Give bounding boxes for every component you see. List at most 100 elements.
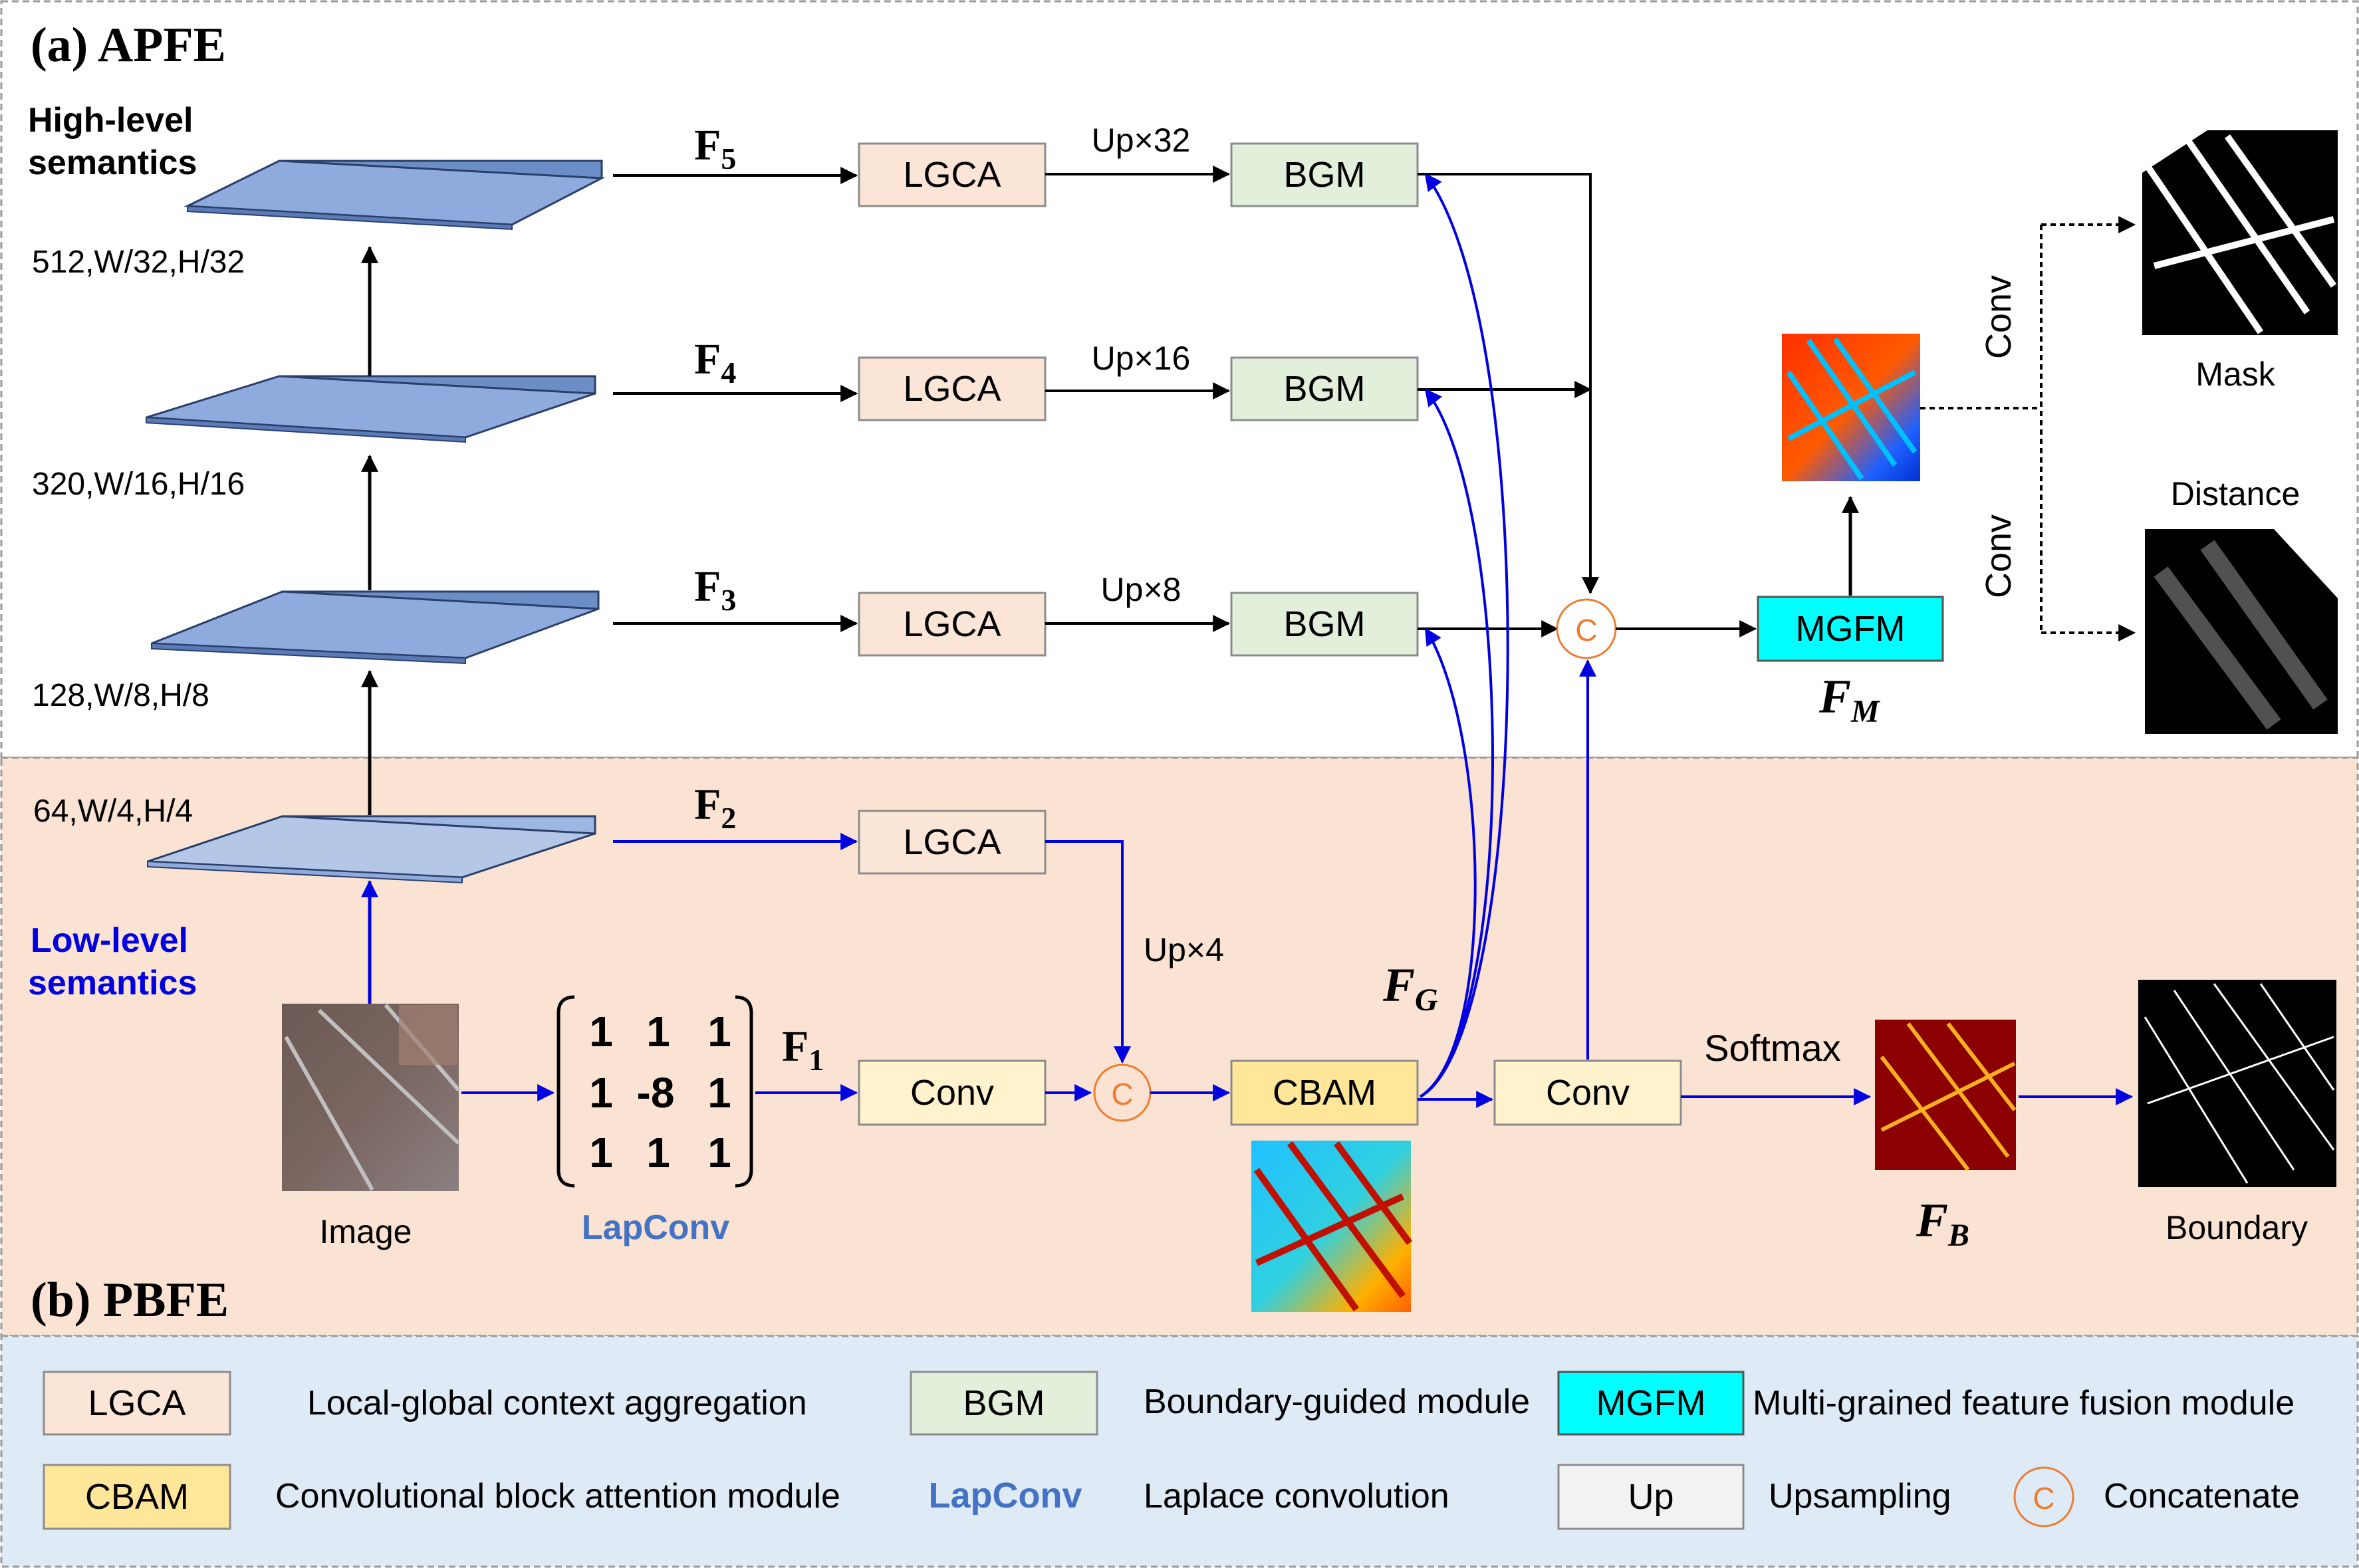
image-label: Image bbox=[320, 1213, 412, 1250]
lgca-box-3: LGCA bbox=[858, 592, 1047, 657]
cbam-heatmap bbox=[1251, 1141, 1413, 1312]
svg-text:Up: Up bbox=[1628, 1477, 1674, 1517]
low-semantics-line2: semantics bbox=[28, 964, 197, 1002]
softmax-label: Softmax bbox=[1704, 1027, 1840, 1069]
legend-up: Up Upsampling bbox=[1557, 1464, 1951, 1530]
svg-text:CBAM: CBAM bbox=[1273, 1073, 1376, 1113]
bgm-box-4: BGM bbox=[1230, 356, 1419, 421]
lgca-box-2: LGCA bbox=[858, 810, 1047, 875]
backbone-layer-4 bbox=[146, 375, 596, 443]
arrow-lgca2-concat bbox=[1045, 840, 1131, 1064]
legend-lapconv: LapConv Laplace convolution bbox=[928, 1476, 1449, 1515]
pbfe-title: (b) PBFE bbox=[31, 1273, 229, 1327]
svg-text:LapConv: LapConv bbox=[928, 1476, 1082, 1515]
legend-bgm: BGM Boundary-guided module bbox=[910, 1371, 1530, 1436]
svg-text:F3: F3 bbox=[694, 562, 736, 617]
svg-text:BGM: BGM bbox=[1283, 155, 1365, 195]
svg-text:Local-global context aggregati: Local-global context aggregation bbox=[307, 1384, 807, 1422]
svg-text:LGCA: LGCA bbox=[903, 604, 1001, 644]
svg-text:Multi-grained feature fusion m: Multi-grained feature fusion module bbox=[1753, 1384, 2295, 1422]
svg-text:1: 1 bbox=[707, 1008, 731, 1056]
svg-text:1: 1 bbox=[646, 1129, 670, 1176]
arrow-bgm5-concat bbox=[1418, 173, 1599, 595]
svg-text:F4: F4 bbox=[694, 335, 736, 390]
bgm-box-3: BGM bbox=[1230, 592, 1419, 657]
backbone-layer-2 bbox=[147, 815, 596, 884]
stage4-dims: 320,W/16,H/16 bbox=[32, 467, 245, 502]
feature-fm-label: FM bbox=[1818, 670, 1881, 729]
svg-text:Concatenate: Concatenate bbox=[2104, 1477, 2300, 1515]
svg-text:Upsampling: Upsampling bbox=[1769, 1477, 1951, 1515]
svg-text:Convolutional block attention: Convolutional block attention module bbox=[275, 1477, 840, 1515]
legend-lgca: LGCA Local-global context aggregation bbox=[43, 1371, 807, 1436]
svg-text:1: 1 bbox=[589, 1008, 613, 1056]
legend-cbam: CBAM Convolutional block attention modul… bbox=[43, 1464, 840, 1530]
svg-text:FG: FG bbox=[1382, 958, 1438, 1018]
backbone-layer-5 bbox=[184, 160, 606, 231]
svg-text:1: 1 bbox=[707, 1069, 731, 1117]
high-semantics-line1: High-level bbox=[28, 101, 193, 140]
svg-text:LGCA: LGCA bbox=[903, 369, 1001, 409]
legend-mgfm: MGFM Multi-grained feature fusion module bbox=[1557, 1371, 2295, 1436]
feature-f1-label: F1 bbox=[782, 1022, 824, 1077]
svg-text:F1: F1 bbox=[782, 1022, 824, 1077]
svg-text:MGFM: MGFM bbox=[1796, 609, 1906, 649]
svg-text:Boundary-guided module: Boundary-guided module bbox=[1144, 1383, 1530, 1421]
feature-fg-label: FG bbox=[1382, 958, 1438, 1018]
curve-cbam-bgm3 bbox=[1419, 627, 1477, 1098]
svg-text:F5: F5 bbox=[694, 121, 736, 175]
svg-text:FB: FB bbox=[1916, 1194, 1969, 1253]
svg-text:F2: F2 bbox=[694, 780, 736, 835]
legend-concat: C Concatenate bbox=[2013, 1466, 2300, 1527]
svg-text:Conv: Conv bbox=[1546, 1073, 1630, 1113]
lgca-box-4: LGCA bbox=[858, 356, 1047, 421]
lgca-box-5: LGCA bbox=[858, 142, 1047, 207]
svg-text:BGM: BGM bbox=[963, 1383, 1045, 1423]
svg-text:MGFM: MGFM bbox=[1596, 1383, 1706, 1423]
svg-text:Laplace convolution: Laplace convolution bbox=[1144, 1477, 1449, 1515]
up16-label: Up×16 bbox=[1092, 340, 1191, 377]
cbam-box: CBAM bbox=[1230, 1060, 1419, 1126]
stage2-dims: 64,W/4,H/4 bbox=[33, 794, 193, 829]
svg-text:Conv: Conv bbox=[910, 1073, 994, 1113]
svg-text:-8: -8 bbox=[637, 1069, 675, 1117]
lapconv-matrix: 1 1 1 1 -8 1 1 1 1 bbox=[557, 995, 753, 1188]
distance-label: Distance bbox=[2171, 475, 2300, 512]
up8-label: Up×8 bbox=[1101, 571, 1181, 608]
svg-text:C: C bbox=[1111, 1077, 1133, 1111]
lapconv-label: LapConv bbox=[582, 1208, 730, 1247]
boundary-image bbox=[2138, 980, 2336, 1187]
svg-text:1: 1 bbox=[589, 1129, 613, 1176]
svg-text:LGCA: LGCA bbox=[88, 1383, 186, 1423]
svg-text:C: C bbox=[1575, 613, 1597, 647]
boundary-label: Boundary bbox=[2166, 1209, 2308, 1246]
svg-text:C: C bbox=[2033, 1481, 2054, 1515]
mask-image bbox=[2142, 130, 2338, 335]
stage3-dims: 128,W/8,H/8 bbox=[32, 678, 209, 713]
mgfm-box: MGFM bbox=[1757, 596, 1944, 662]
svg-text:LGCA: LGCA bbox=[903, 822, 1001, 862]
svg-text:BGM: BGM bbox=[1283, 604, 1365, 644]
input-image bbox=[282, 1004, 461, 1191]
svg-text:LGCA: LGCA bbox=[903, 155, 1001, 195]
conv-box-left: Conv bbox=[858, 1060, 1047, 1126]
svg-text:1: 1 bbox=[646, 1008, 670, 1056]
feature-fb-label: FB bbox=[1916, 1194, 1969, 1253]
feature-f5-label: F5 bbox=[694, 121, 736, 175]
curve-cbam-bgm5 bbox=[1420, 173, 1509, 1098]
svg-text:1: 1 bbox=[707, 1129, 731, 1176]
svg-text:FM: FM bbox=[1818, 670, 1881, 729]
up4-label: Up×4 bbox=[1144, 931, 1224, 968]
feature-f2-label: F2 bbox=[694, 780, 736, 835]
high-semantics-line2: semantics bbox=[28, 144, 197, 182]
bgm-box-5: BGM bbox=[1230, 142, 1419, 207]
feature-f3-label: F3 bbox=[694, 562, 736, 617]
conv-top-label: Conv bbox=[1979, 275, 2019, 359]
stage5-dims: 512,W/32,H/32 bbox=[32, 245, 245, 280]
conv-bottom-label: Conv bbox=[1979, 514, 2019, 598]
backbone-layer-3 bbox=[151, 590, 600, 665]
concat-bottom: C bbox=[1093, 1064, 1152, 1122]
conv-box-right: Conv bbox=[1493, 1060, 1682, 1126]
mask-label: Mask bbox=[2195, 356, 2275, 393]
